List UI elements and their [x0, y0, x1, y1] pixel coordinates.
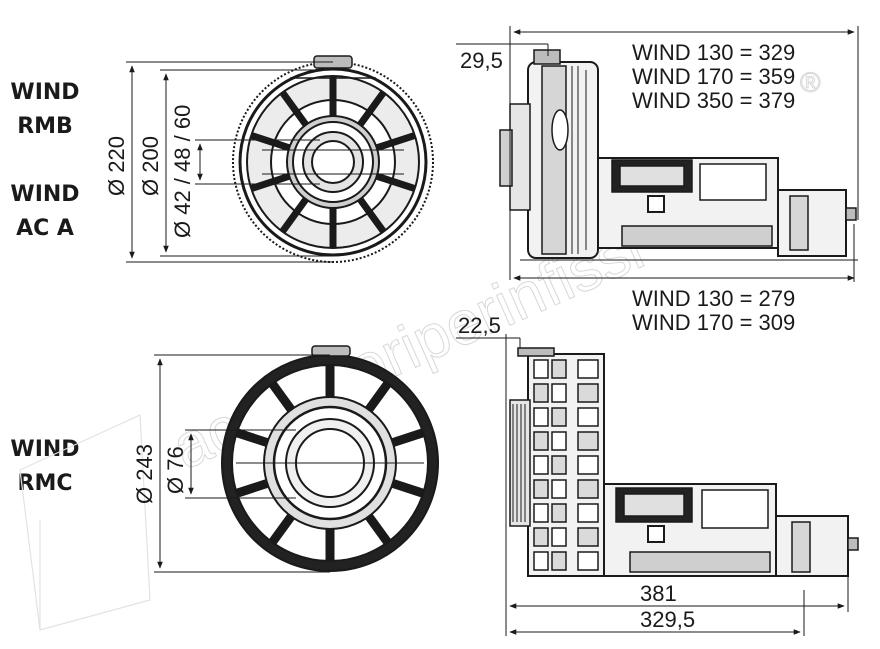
housing-slot [533, 527, 549, 547]
label-wind-aca: WIND AC A [5, 178, 85, 246]
dimension-top-side [456, 26, 859, 282]
length-label: WIND 130 = 279 [632, 286, 795, 311]
length-label: WIND 130 = 329 [632, 40, 795, 65]
housing-slot [551, 479, 567, 499]
housing-slot [533, 359, 549, 379]
length-label: WIND 350 = 379 [632, 88, 795, 113]
wheel-spoke [357, 90, 387, 127]
housing-slot [533, 479, 549, 499]
wheel-spoke [279, 90, 309, 127]
housing-slot [551, 551, 567, 571]
side-view-bottom [509, 347, 859, 577]
dimension-label: Ø 200 [138, 136, 163, 196]
label-line: WIND [10, 437, 80, 462]
dimension-top-front [126, 61, 333, 263]
label-line: AC A [16, 216, 74, 241]
dimension-label: Ø 220 [104, 136, 129, 196]
housing-slot [551, 527, 567, 547]
wheel-spoke [391, 428, 425, 447]
dimension-label: 329,5 [640, 607, 695, 632]
housing-slot [551, 431, 567, 451]
dimension-label: 381 [640, 581, 677, 606]
wheel-spoke [279, 197, 309, 234]
wheel-spoke [235, 479, 269, 498]
watermark-mark: ® [800, 67, 821, 98]
housing-slot [577, 503, 599, 523]
front-view-bottom [221, 345, 439, 572]
side-view-top [499, 49, 858, 261]
length-label: WIND 170 = 359 [632, 64, 795, 89]
dimension-label: Ø 76 [163, 446, 188, 494]
housing-slot [577, 527, 599, 547]
length-label: WIND 170 = 309 [632, 310, 795, 335]
housing-slot [533, 383, 549, 403]
housing-slot [577, 431, 599, 451]
housing-slot [577, 359, 599, 379]
label-wind-rmb: WIND RMB [5, 76, 85, 144]
housing-slot [551, 383, 567, 403]
housing-slot [551, 359, 567, 379]
housing-slot [533, 551, 549, 571]
label-line: RMB [17, 114, 73, 139]
housing-slot [577, 455, 599, 475]
dimension-label: 29,5 [460, 48, 503, 73]
wheel-spoke [365, 513, 392, 545]
housing-slot [577, 479, 599, 499]
housing-slot [533, 503, 549, 523]
wheel-spoke [375, 132, 416, 152]
dimension-label: 22,5 [458, 313, 501, 338]
housing-slot [533, 407, 549, 427]
wheel-spoke [391, 479, 425, 498]
dimension-label: Ø 243 [132, 444, 157, 504]
wheel-spoke [375, 172, 416, 192]
label-line: WIND [10, 182, 80, 207]
housing-slot [551, 503, 567, 523]
wheel-spoke [268, 513, 295, 545]
wheel-spoke [268, 381, 295, 413]
housing-slot [577, 551, 599, 571]
housing-slot [533, 431, 549, 451]
housing-slot [551, 455, 567, 475]
wheel-spoke [250, 132, 291, 152]
housing-slot [533, 455, 549, 475]
wheel-spoke [365, 381, 392, 413]
wheel-spoke [235, 428, 269, 447]
label-line: WIND [10, 80, 80, 105]
dimension-bottom-side [456, 334, 849, 636]
wheel-spoke [250, 172, 291, 192]
dimension-label: Ø 42 / 48 / 60 [170, 105, 195, 238]
label-wind-rmc: WIND RMC [5, 433, 85, 501]
dimension-bottom-front [154, 354, 330, 573]
front-view-top [232, 55, 434, 263]
wheel-spoke [357, 197, 387, 234]
housing-slot [577, 407, 599, 427]
housing-slot [551, 407, 567, 427]
label-line: RMC [17, 471, 73, 496]
housing-slot [577, 383, 599, 403]
